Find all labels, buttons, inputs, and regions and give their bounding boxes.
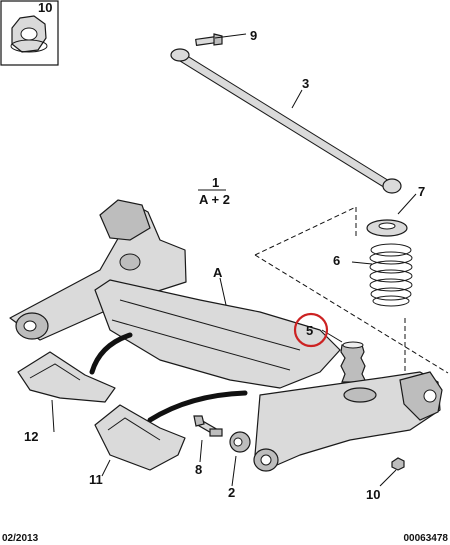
callout-5: 5 bbox=[306, 323, 313, 338]
callout-6: 6 bbox=[333, 253, 340, 268]
callout-2: 2 bbox=[228, 485, 235, 500]
callout-1-sub: A + 2 bbox=[199, 192, 230, 207]
callout-9: 9 bbox=[250, 28, 257, 43]
panhard-rod bbox=[170, 33, 402, 194]
callout-A: A bbox=[213, 265, 223, 280]
callout-1: 1 bbox=[212, 175, 219, 190]
callout-3: 3 bbox=[302, 76, 309, 91]
callout-11: 11 bbox=[89, 472, 103, 487]
highlight-circle bbox=[293, 312, 329, 348]
heat-shield-11 bbox=[94, 404, 186, 471]
callout-12: 12 bbox=[24, 429, 38, 444]
inset-part-10: 10 bbox=[0, 0, 59, 66]
callout-7: 7 bbox=[418, 184, 425, 199]
insert-arrow-right bbox=[147, 390, 248, 423]
callout-10-bottom: 10 bbox=[366, 487, 380, 502]
bolt-8 bbox=[193, 415, 223, 437]
bump-stop bbox=[340, 341, 367, 383]
coil-spring bbox=[369, 243, 413, 307]
assembly-guide-lines bbox=[254, 206, 449, 374]
footer-date: 02/2013 bbox=[2, 533, 39, 544]
spring-seat-ring bbox=[366, 219, 408, 237]
bush-2 bbox=[229, 431, 251, 453]
rear-axle-beam bbox=[9, 199, 443, 472]
footer-reference: 00063478 bbox=[404, 533, 449, 544]
heat-shield-12 bbox=[17, 351, 116, 403]
callout-8: 8 bbox=[195, 462, 202, 477]
nut-10-bottom bbox=[391, 457, 405, 471]
insert-arrow-left bbox=[89, 332, 133, 375]
callout-10-top: 10 bbox=[38, 0, 52, 15]
